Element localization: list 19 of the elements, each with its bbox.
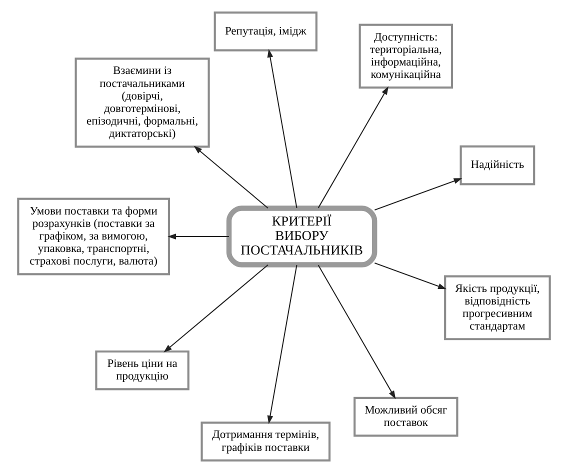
node-box: Дотримання термінів, графіків поставки	[200, 422, 330, 462]
node-box: Можливий обсяг поставок	[353, 396, 458, 437]
node-box: Взаємини із постачальниками (довірчі, довготермінові, епізодичні, формальні, диктаторські)	[74, 58, 210, 148]
node-box: Доступність: територіальна, інформаційна, комунікаційна	[358, 24, 453, 89]
arrow	[167, 234, 228, 240]
arrow	[193, 146, 268, 209]
node-box: Надійність	[459, 145, 535, 186]
arrow	[374, 178, 462, 210]
arrow	[374, 262, 446, 290]
node-box: Репутація, імідж	[213, 12, 317, 52]
arrow	[317, 264, 396, 400]
node-box: Рівень ціни на продукцію	[94, 350, 189, 390]
arrow	[266, 264, 297, 424]
node-box: Умови поставки та форми розрахунків (поставки за графіком, за вимогою, упаковка, транспортні, страхові послуги, валюта)	[16, 198, 170, 276]
node-box: Якість продукції, відповідність прогресивним стандартам	[444, 275, 550, 340]
arrow	[163, 264, 268, 352]
arrow	[317, 86, 388, 208]
arrow	[266, 49, 297, 208]
node-box: КРИТЕРІЇ ВИБОРУ ПОСТАЧАЛЬНИКІВ	[226, 206, 377, 268]
